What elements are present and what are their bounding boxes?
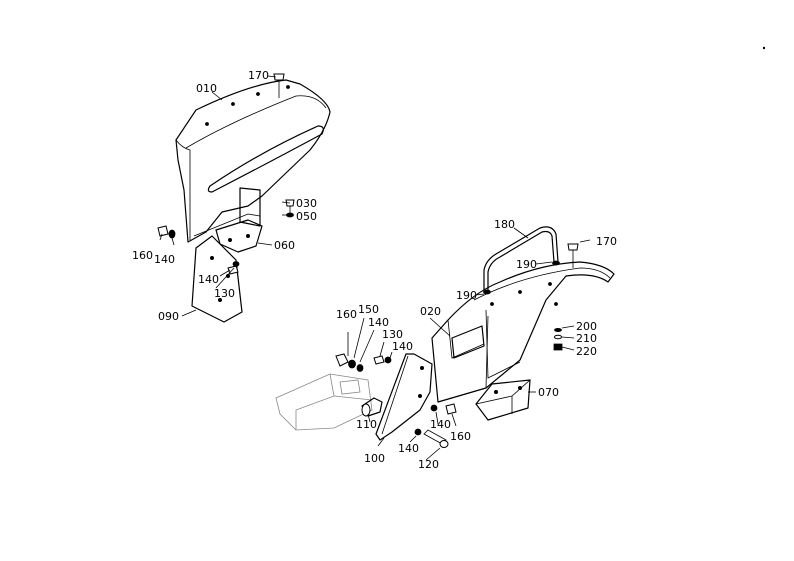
label-140-left-b: 140: [198, 273, 219, 286]
bracket-070: [475, 379, 531, 421]
bracket-060: [215, 187, 263, 253]
label-070: 070: [538, 386, 559, 399]
label-160-right-a: 160: [336, 308, 357, 321]
label-220: 220: [576, 345, 597, 358]
label-050: 050: [296, 210, 317, 223]
label-140-right-a: 140: [368, 316, 389, 329]
label-090: 090: [158, 310, 179, 323]
label-170-right: 170: [596, 235, 617, 248]
label-110: 110: [356, 418, 377, 431]
leaders-right: [347, 227, 591, 461]
axle-housing-phantom: [275, 373, 373, 431]
label-030: 030: [296, 197, 317, 210]
label-190-lower: 190: [456, 289, 477, 302]
mud-flap-100: [375, 353, 433, 441]
label-140-right-c: 140: [430, 418, 451, 431]
label-100: 100: [364, 452, 385, 465]
label-170-left: 170: [248, 69, 269, 82]
label-120: 120: [418, 458, 439, 471]
label-200: 200: [576, 320, 597, 333]
label-140-right-b: 140: [392, 340, 413, 353]
label-140-left-a: 140: [154, 253, 175, 266]
label-160-right-b: 160: [450, 430, 471, 443]
label-020: 020: [420, 305, 441, 318]
label-130-left: 130: [214, 287, 235, 300]
hardware-right: [335, 327, 563, 448]
fender-020: [431, 261, 615, 403]
part-labels: 010 170 030 050 060 160 140 140 130 090 …: [132, 69, 617, 471]
label-150: 150: [358, 303, 379, 316]
fender-010: [175, 79, 331, 243]
spacer-110: [361, 397, 383, 417]
label-180: 180: [494, 218, 515, 231]
handrail-180: [483, 226, 579, 295]
label-010: 010: [196, 82, 217, 95]
leaders-left: [159, 75, 293, 317]
label-140-right-d: 140: [398, 442, 419, 455]
label-190-upper: 190: [516, 258, 537, 271]
label-130-right: 130: [382, 328, 403, 341]
label-060: 060: [274, 239, 295, 252]
label-210: 210: [576, 332, 597, 345]
hardware-left: [157, 73, 295, 275]
label-160-left: 160: [132, 249, 153, 262]
